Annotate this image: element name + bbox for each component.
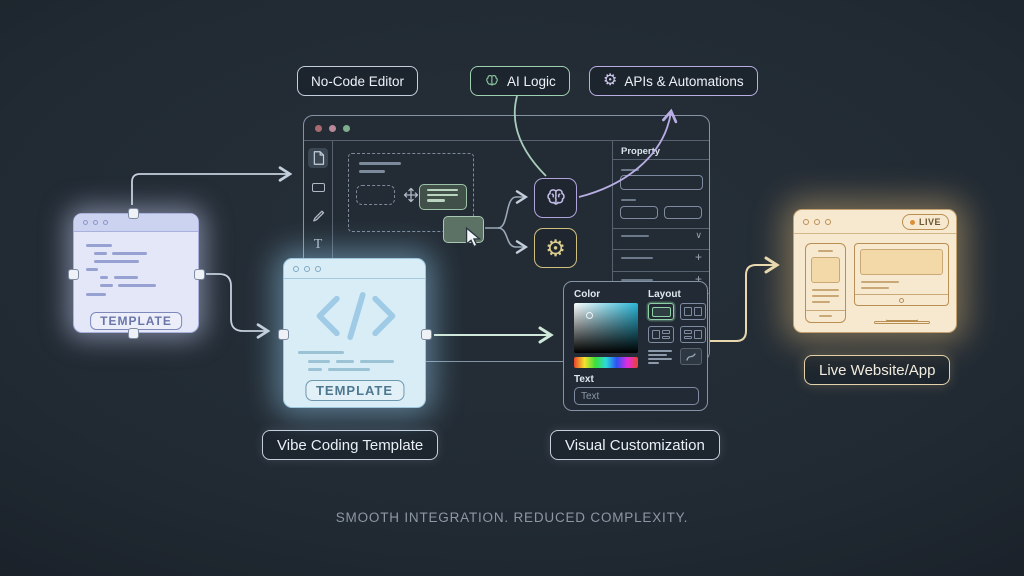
source-template-node[interactable]: TEMPLATE: [67, 207, 205, 339]
picker-handle[interactable]: [586, 312, 593, 319]
monitor-base: [874, 321, 930, 324]
node-handle-top[interactable]: [128, 207, 139, 219]
editor-toolbar: T: [304, 141, 333, 360]
color-label: Color: [574, 289, 601, 300]
shape-tool-icon[interactable]: [308, 177, 328, 197]
live-badge: LIVE: [901, 214, 949, 230]
layout-option-split-left[interactable]: [648, 326, 674, 343]
caption-live-website-app: Live Website/App: [804, 355, 951, 385]
layout-option-split-right[interactable]: [680, 326, 706, 343]
caption-visual-customization: Visual Customization: [550, 430, 720, 460]
plus-icon[interactable]: +: [694, 250, 702, 264]
node-handle-right[interactable]: [420, 329, 432, 340]
layout-label: Layout: [648, 289, 681, 300]
window-dot-red: [315, 124, 322, 132]
selection-region[interactable]: [348, 153, 474, 232]
ai-logic-text: AI Logic: [507, 73, 556, 89]
editor-canvas: ⚙: [333, 141, 612, 360]
tagline: SMOOTH INTEGRATION. REDUCED COMPLEXITY.: [335, 510, 689, 525]
ai-brain-node[interactable]: [534, 178, 577, 218]
window-dots: [74, 214, 198, 231]
text-input[interactable]: [574, 387, 699, 405]
color-picker[interactable]: [574, 303, 638, 353]
monitor-stand: [886, 306, 918, 321]
layout-option-single[interactable]: [648, 303, 674, 320]
phone-mockup: [805, 243, 846, 323]
no-code-editor-text: No-Code Editor: [311, 73, 405, 89]
code-icon: [308, 285, 404, 352]
node-handle-bottom[interactable]: [128, 327, 139, 339]
component-card[interactable]: [419, 184, 467, 210]
apis-automations-label: ⚙ APIs & Automations: [589, 66, 758, 96]
placeholder-shape[interactable]: [356, 185, 395, 205]
caption-vibe-coding-template: Vibe Coding Template: [262, 430, 439, 460]
no-code-editor-label: No-Code Editor: [297, 66, 419, 96]
pencil-tool-icon[interactable]: [308, 206, 328, 226]
text-tool-icon[interactable]: T: [313, 237, 323, 252]
property-field-a[interactable]: [620, 206, 658, 219]
node-handle-left[interactable]: [67, 269, 79, 280]
brain-icon: [484, 73, 500, 89]
plus-icon[interactable]: +: [694, 272, 702, 286]
live-dot-icon: [909, 219, 915, 225]
image-icon[interactable]: [680, 348, 702, 365]
window-dots: [284, 259, 425, 278]
chevron-down-icon[interactable]: ∨: [695, 230, 702, 240]
node-handle-left[interactable]: [277, 329, 289, 340]
text-label: Text: [574, 374, 594, 385]
live-website-window[interactable]: LIVE: [793, 209, 957, 333]
layout-option-two-column[interactable]: [680, 303, 706, 320]
window-dot-green: [343, 124, 350, 132]
vibe-template-node[interactable]: TEMPLATE: [277, 258, 432, 408]
monitor-mockup: [854, 243, 949, 306]
hue-slider[interactable]: [574, 357, 638, 368]
template-badge: TEMPLATE: [304, 380, 405, 401]
gear-icon: ⚙: [603, 72, 618, 89]
apis-automations-text: APIs & Automations: [624, 73, 744, 89]
visual-customization-panel: Color Layout Text: [563, 281, 708, 411]
cursor-icon: [464, 226, 482, 253]
node-handle-right[interactable]: [193, 269, 205, 280]
window-dots: [794, 210, 956, 233]
ai-logic-label: AI Logic: [470, 66, 570, 96]
automation-gear-node[interactable]: ⚙: [534, 228, 577, 268]
property-input[interactable]: [620, 175, 703, 190]
window-dot-pink: [329, 124, 336, 132]
move-icon: [403, 187, 419, 208]
property-panel-title: Property: [621, 146, 661, 157]
file-tool-icon[interactable]: [308, 148, 328, 168]
property-field-b[interactable]: [664, 206, 702, 219]
gear-icon: ⚙: [545, 234, 566, 261]
editor-titlebar: [304, 116, 709, 141]
